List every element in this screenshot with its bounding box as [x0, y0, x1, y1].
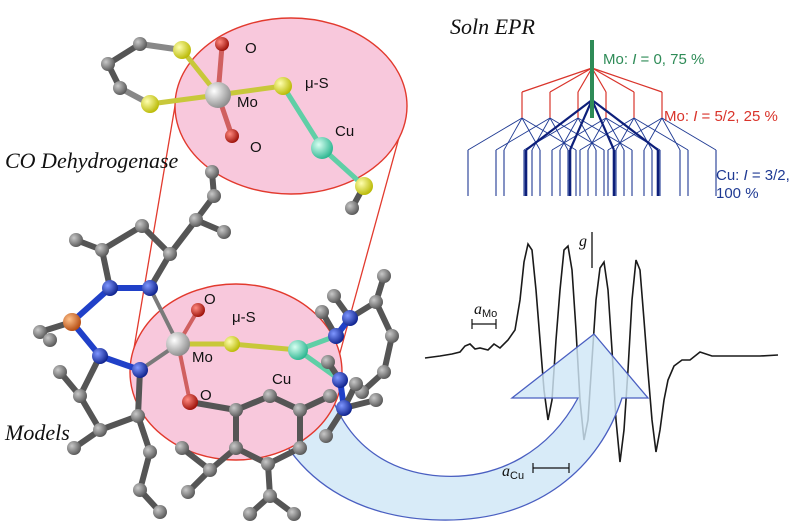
label-mo-i0: Mo: I = 0, 75 % [603, 51, 704, 68]
mo-branch-line [591, 67, 663, 93]
cu-branch-line [643, 117, 663, 151]
cu-branch-line [607, 117, 663, 151]
label-cu-i32: Cu: I = 3/2, [716, 167, 790, 184]
mo-branch-line [549, 67, 593, 93]
cu-center-branch-line [590, 99, 616, 151]
epr-splitting-tree [467, 40, 717, 196]
cu-branch-line [495, 117, 551, 151]
mo-branch-line [577, 67, 593, 93]
mo-branch-line [591, 67, 607, 93]
model-label-o-phenolate: O [200, 387, 212, 404]
cu-branch-line [577, 117, 633, 151]
cu-branch-line [661, 117, 681, 151]
top-label-mo: Mo [237, 94, 258, 111]
cu-branch-line [467, 117, 523, 151]
top-label-o-upper: O [245, 40, 257, 57]
model-label-mu-s: μ-S [232, 309, 256, 326]
cu-branch-line [587, 117, 607, 151]
a-mo-label: aMo [474, 301, 497, 320]
correlation-arrow [257, 333, 650, 521]
cu-branch-line [633, 117, 689, 151]
model-atoms [33, 165, 399, 521]
title-co-dehydrogenase: CO Dehydrogenase [5, 148, 179, 173]
cu-branch-line [577, 117, 597, 151]
cu-branch-line [605, 117, 625, 151]
a-cu-marker [532, 463, 570, 473]
g-label: g [579, 233, 587, 250]
top-atoms [101, 37, 373, 215]
cu-center-branch-line [568, 99, 594, 151]
cu-branch-line [531, 117, 551, 151]
a-mo-marker [471, 319, 497, 329]
title-soln-epr: Soln EPR [450, 14, 535, 39]
cu-branch-line [633, 117, 653, 151]
cu-branch-line [551, 117, 607, 151]
top-highlight-ellipse [174, 17, 408, 195]
cu-branch-line [503, 117, 523, 151]
top-label-o-lower: O [250, 139, 262, 156]
cu-branch-line [521, 117, 541, 151]
cu-branch-line [615, 117, 635, 151]
model-highlight-ellipse [129, 283, 343, 461]
label-cu-percent: 100 % [716, 185, 759, 202]
cu-center-branch-line [525, 99, 593, 151]
mo-branch-line [591, 67, 635, 93]
mo-branch-line [521, 67, 593, 93]
label-mo-i52: Mo: I = 5/2, 25 % [664, 108, 778, 125]
cu-branch-line [661, 117, 717, 151]
title-models: Models [4, 420, 70, 445]
cu-branch-line [559, 117, 579, 151]
model-label-o-upper: O [204, 291, 216, 308]
cu-center-branch-line [591, 99, 659, 151]
a-cu-label: aCu [502, 463, 524, 482]
model-label-cu: Cu [272, 371, 291, 388]
cu-branch-line [521, 117, 577, 151]
top-label-cu: Cu [335, 123, 354, 140]
top-label-mu-s: μ-S [305, 75, 329, 92]
model-label-mo: Mo [192, 349, 213, 366]
cu-branch-line [549, 117, 569, 151]
